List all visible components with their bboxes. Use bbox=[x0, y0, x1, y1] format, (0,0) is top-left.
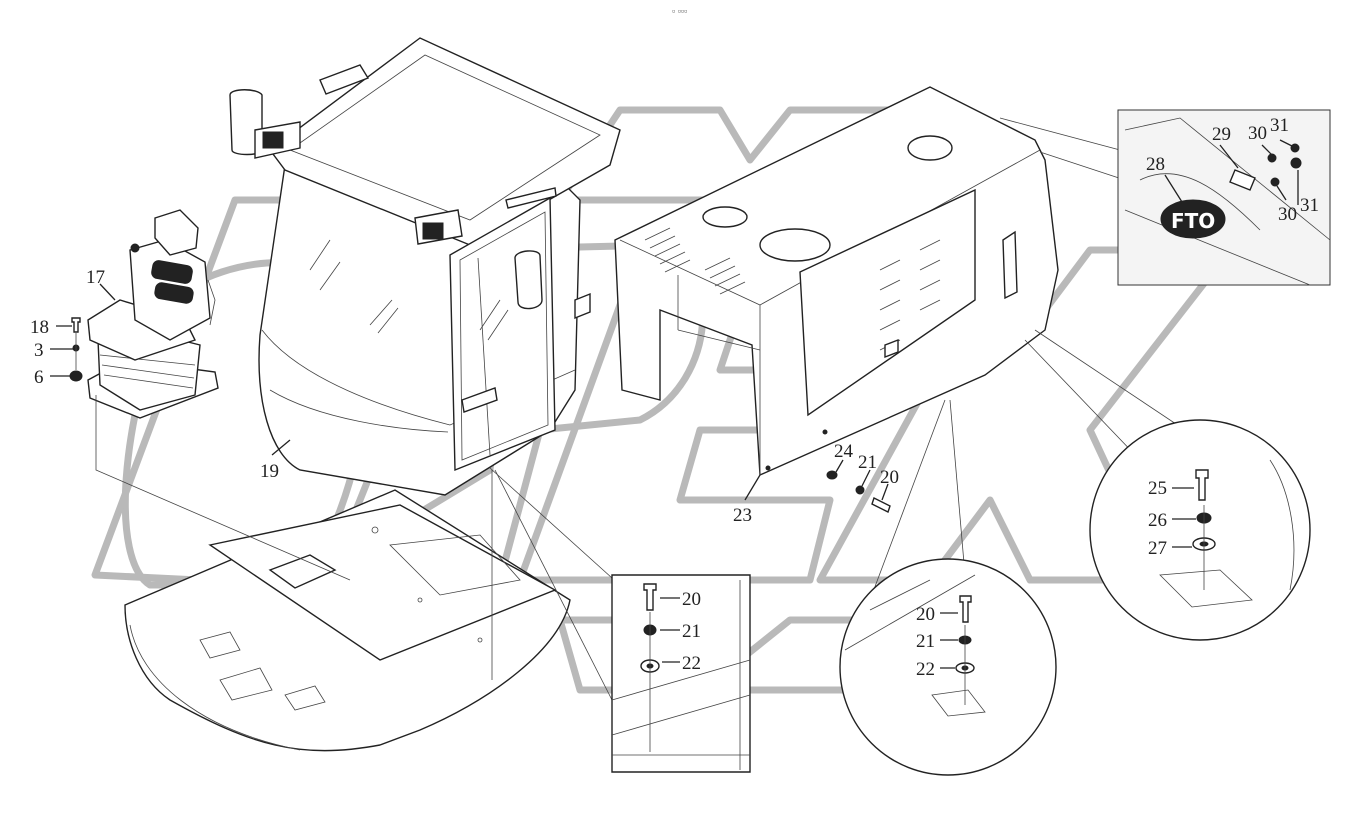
callout-23: 23 bbox=[733, 505, 752, 526]
callout-21-hood: 21 bbox=[858, 452, 877, 473]
fastener-detail-center bbox=[839, 558, 1057, 776]
callout-20-hood: 20 bbox=[880, 467, 899, 488]
callout-22-box: 22 bbox=[682, 653, 701, 674]
engine-hood bbox=[614, 86, 1059, 477]
callout-25: 25 bbox=[1148, 478, 1167, 499]
seat-fasteners bbox=[69, 317, 83, 382]
callout-28: 28 bbox=[1146, 154, 1165, 175]
callout-20-box: 20 bbox=[682, 589, 701, 610]
operator-seat bbox=[87, 209, 219, 419]
callout-6: 6 bbox=[34, 367, 44, 388]
callout-22-circle: 22 bbox=[916, 659, 935, 680]
callout-27: 27 bbox=[1148, 538, 1167, 559]
callout-3: 3 bbox=[34, 340, 44, 361]
fto-logo-text: FTO bbox=[1171, 209, 1215, 233]
callout-30-bottom: 30 bbox=[1278, 204, 1297, 225]
callout-30-top: 30 bbox=[1248, 123, 1267, 144]
callout-29: 29 bbox=[1212, 124, 1231, 145]
fastener-detail-box bbox=[611, 574, 751, 773]
callout-31-top: 31 bbox=[1270, 115, 1289, 136]
callout-31-bottom: 31 bbox=[1300, 195, 1319, 216]
fastener-detail-right bbox=[1089, 419, 1311, 641]
callout-21-circle: 21 bbox=[916, 631, 935, 652]
callout-18: 18 bbox=[30, 317, 49, 338]
callout-17: 17 bbox=[86, 267, 105, 288]
callout-26: 26 bbox=[1148, 510, 1167, 531]
callout-24: 24 bbox=[834, 441, 854, 462]
hood-fasteners bbox=[826, 470, 891, 513]
cab-floor-plate bbox=[124, 489, 571, 752]
operator-cab bbox=[229, 37, 621, 496]
callout-19: 19 bbox=[260, 461, 279, 482]
logo-inset: FTO bbox=[1117, 109, 1331, 286]
top-mark: ▫ ▫▫▫ bbox=[672, 6, 687, 16]
callout-20-circle: 20 bbox=[916, 604, 935, 625]
callout-21-box: 21 bbox=[682, 621, 701, 642]
